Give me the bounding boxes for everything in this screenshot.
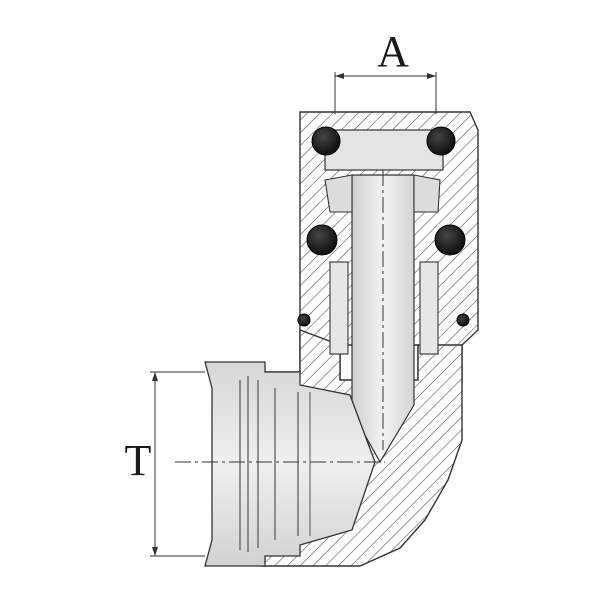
seal-top-left [311,126,341,156]
center-lines [175,170,385,463]
release-collar [324,129,444,171]
o-ring-seals [297,126,470,327]
threaded-port [204,361,376,567]
dimension-t: T [125,371,205,557]
seal-small-left [297,313,311,327]
seal-mid-right [434,224,466,256]
seal-top-right [426,126,456,156]
seal-small-right [456,313,470,327]
seal-mid-left [306,224,338,256]
dimension-a: A [334,27,437,114]
dimension-a-label: A [377,27,409,76]
dimension-t-label: T [125,436,152,485]
